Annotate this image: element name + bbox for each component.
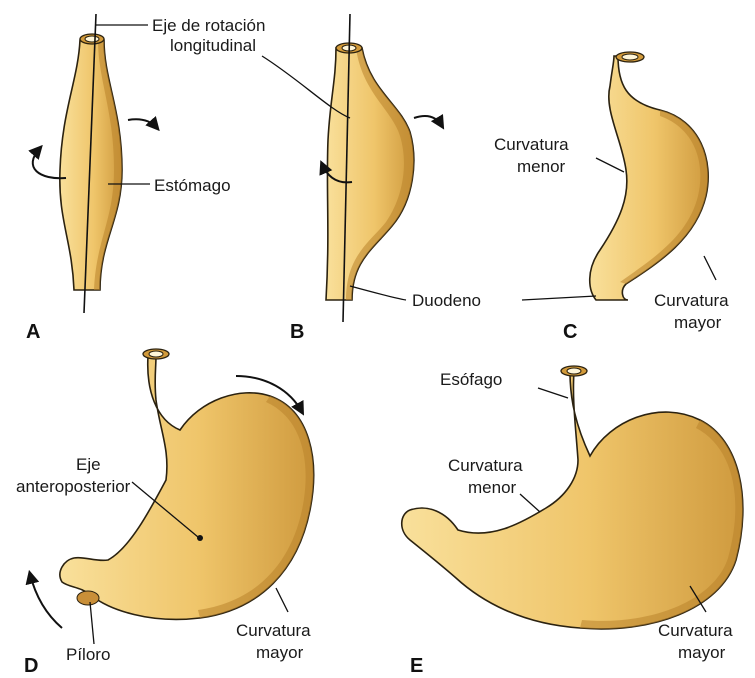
panel-letter-b: B xyxy=(290,321,304,343)
panel-letter-c: C xyxy=(563,321,577,343)
stomach-tube-a xyxy=(60,40,122,290)
label-anteroposterior: anteroposterior xyxy=(16,477,131,496)
panel-a: A xyxy=(26,14,157,343)
label-curvatura-mayor-d: Curvatura xyxy=(236,621,311,640)
panel-letter-d: D xyxy=(24,655,38,677)
label-piloro: Píloro xyxy=(66,645,110,664)
label-eje-rotacion: Eje de rotación xyxy=(152,16,265,35)
label-mayor-d: mayor xyxy=(256,643,304,662)
ap-axis-dot xyxy=(197,535,203,541)
rotation-arrow-d-bottom xyxy=(30,574,62,628)
label-esofago: Esófago xyxy=(440,370,502,389)
label-menor-c: menor xyxy=(517,157,566,176)
rotation-arrow-a-right xyxy=(128,119,157,128)
label-curvatura-mayor-e: Curvatura xyxy=(658,621,733,640)
label-duodeno: Duodeno xyxy=(412,291,481,310)
label-menor-e: menor xyxy=(468,478,517,497)
panel-letter-a: A xyxy=(26,321,40,343)
label-curvatura-menor-e: Curvatura xyxy=(448,456,523,475)
label-curvatura-menor-c: Curvatura xyxy=(494,135,569,154)
label-mayor-c: mayor xyxy=(674,313,722,332)
label-longitudinal: longitudinal xyxy=(170,36,256,55)
rotation-arrow-b-right xyxy=(414,116,442,126)
label-mayor-e: mayor xyxy=(678,643,726,662)
pylorus-opening xyxy=(77,591,99,605)
panel-letter-e: E xyxy=(410,655,423,677)
stomach-e xyxy=(402,372,743,629)
label-curvatura-mayor-c: Curvatura xyxy=(654,291,729,310)
label-eje-ap: Eje xyxy=(76,455,101,474)
label-estomago: Estómago xyxy=(154,176,231,195)
